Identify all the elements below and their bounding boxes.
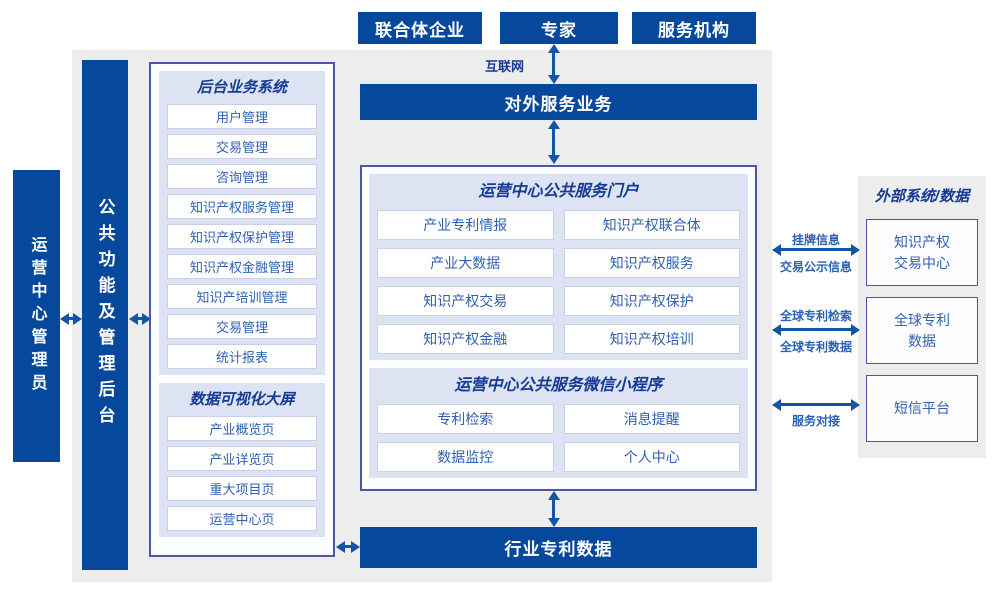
industry-patent-data-bar: 行业专利数据 <box>360 527 757 568</box>
dataviz-panel: 数据可视化大屏 产业概览页 产业详览页 重大项目页 运营中心页 <box>159 383 325 537</box>
miniprogram-item: 专利检索 <box>377 404 554 434</box>
double-arrow-global-patent-icon <box>780 328 852 331</box>
global-patent-search-label: 全球专利检索 <box>779 309 852 323</box>
external-box-global-patent-data: 全球专利 数据 <box>866 297 978 364</box>
service-connect-label: 服务对接 <box>791 414 840 428</box>
double-arrow-portal-patentdata-icon <box>552 499 555 519</box>
miniprogram-grid: 专利检索 消息提醒 数据监控 个人中心 <box>377 404 740 472</box>
portal-panel: 运营中心公共服务门户 产业专利情报 知识产权联合体 产业大数据 知识产权服务 知… <box>369 174 748 360</box>
portal-item: 产业专利情报 <box>377 210 554 240</box>
entity-label: 服务机构 <box>658 20 730 40</box>
external-box-ip-trade-center: 知识产权 交易中心 <box>866 219 978 286</box>
miniprogram-panel: 运营中心公共服务微信小程序 专利检索 消息提醒 数据监控 个人中心 <box>369 368 748 478</box>
operation-admin-box: 运营中心管理员 <box>13 170 60 462</box>
double-arrow-service-portal-icon <box>552 128 555 156</box>
portal-item: 知识产权联合体 <box>563 210 740 240</box>
backend-item: 交易管理 <box>167 314 317 339</box>
backend-functions-bar: 公共功能及管理后台 <box>82 60 128 570</box>
global-patent-data-label: 全球专利数据 <box>779 340 852 354</box>
backend-item: 交易管理 <box>167 134 317 159</box>
miniprogram-item: 个人中心 <box>563 442 740 472</box>
entity-label: 专家 <box>541 20 577 40</box>
dataviz-title: 数据可视化大屏 <box>189 391 295 408</box>
backend-item: 知识产权保护管理 <box>167 224 317 249</box>
entity-consortium-enterprise: 联合体企业 <box>358 12 482 44</box>
backend-system-title: 后台业务系统 <box>196 79 287 96</box>
backend-item: 统计报表 <box>167 344 317 369</box>
vertical-label: 公共功能及管理后台 <box>95 198 115 432</box>
external-panel-title: 外部系统/数据 <box>874 188 970 205</box>
external-systems-panel: 外部系统/数据 知识产权 交易中心 全球专利 数据 短信平台 <box>858 176 986 458</box>
miniprogram-item: 消息提醒 <box>563 404 740 434</box>
double-arrow-backend-column-icon <box>137 317 143 320</box>
portal-title: 运营中心公共服务门户 <box>478 183 639 200</box>
internet-label: 互联网 <box>485 59 525 74</box>
miniprogram-item: 数据监控 <box>377 442 554 472</box>
portal-grid: 产业专利情报 知识产权联合体 产业大数据 知识产权服务 知识产权交易 知识产权保… <box>377 210 740 354</box>
double-arrow-internet-icon <box>552 52 555 76</box>
double-arrow-dataviz-patentdata-icon <box>344 545 352 548</box>
backend-item: 知识产权服务管理 <box>167 194 317 219</box>
backend-item: 用户管理 <box>167 104 317 129</box>
portal-item: 知识产权金融 <box>377 324 554 354</box>
portal-item: 知识产权培训 <box>563 324 740 354</box>
double-arrow-admin-backend-icon <box>68 317 74 320</box>
portal-item: 知识产权服务 <box>563 248 740 278</box>
trade-publicity-label: 交易公示信息 <box>779 260 852 274</box>
external-box-sms-platform: 短信平台 <box>866 375 978 442</box>
bar-label: 对外服务业务 <box>504 94 613 114</box>
entity-label: 联合体企业 <box>375 20 465 40</box>
bar-label: 行业专利数据 <box>504 540 613 559</box>
backend-item: 知识产权金融管理 <box>167 254 317 279</box>
external-service-bar: 对外服务业务 <box>360 84 757 120</box>
entity-expert: 专家 <box>500 12 618 44</box>
backend-item: 知识产培训管理 <box>167 284 317 309</box>
double-arrow-trade-center-icon <box>780 248 852 251</box>
vertical-label: 运营中心管理员 <box>28 235 46 397</box>
listing-info-label: 挂牌信息 <box>791 233 840 247</box>
dataviz-item: 运营中心页 <box>167 506 317 531</box>
entity-service-organization: 服务机构 <box>632 12 756 44</box>
miniprogram-title: 运营中心公共服务微信小程序 <box>454 377 663 394</box>
portal-item: 产业大数据 <box>377 248 554 278</box>
dataviz-item: 重大项目页 <box>167 476 317 501</box>
left-column-box: 后台业务系统 用户管理 交易管理 咨询管理 知识产权服务管理 知识产权保护管理 … <box>149 62 335 557</box>
center-column-box: 运营中心公共服务门户 产业专利情报 知识产权联合体 产业大数据 知识产权服务 知… <box>360 165 757 491</box>
portal-item: 知识产权交易 <box>377 286 554 316</box>
double-arrow-sms-icon <box>780 403 852 406</box>
dataviz-item: 产业详览页 <box>167 446 317 471</box>
portal-item: 知识产权保护 <box>563 286 740 316</box>
backend-system-panel: 后台业务系统 用户管理 交易管理 咨询管理 知识产权服务管理 知识产权保护管理 … <box>159 71 325 375</box>
dataviz-item: 产业概览页 <box>167 416 317 441</box>
backend-item: 咨询管理 <box>167 164 317 189</box>
